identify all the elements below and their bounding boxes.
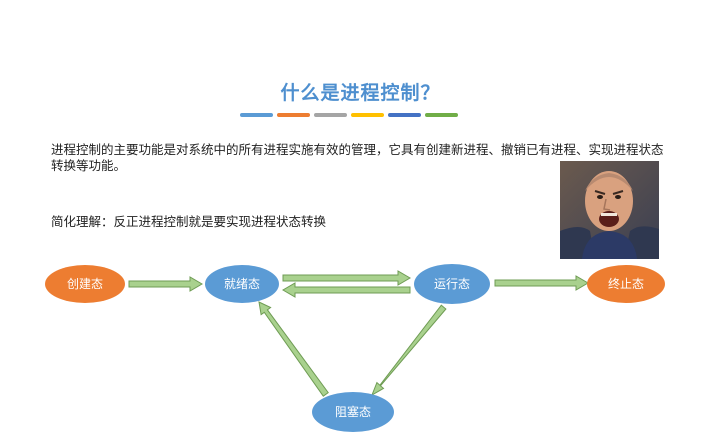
arrow-running-to-terminate xyxy=(494,275,589,291)
arrow-running-to-blocked xyxy=(371,304,447,397)
arrow-create-to-ready xyxy=(128,276,203,292)
node-ready-label: 就绪态 xyxy=(224,277,260,291)
stripe xyxy=(351,113,384,117)
node-blocked: 阻塞态 xyxy=(312,392,394,432)
node-blocked-label: 阻塞态 xyxy=(335,404,371,419)
stripe xyxy=(240,113,273,117)
node-terminate-label: 终止态 xyxy=(608,276,644,291)
page-title: 什么是进程控制？ xyxy=(280,82,441,104)
node-running-label: 运行态 xyxy=(434,277,470,291)
node-terminate: 终止态 xyxy=(587,265,665,303)
title-stripes xyxy=(240,113,458,117)
arrow-ready-to-running xyxy=(282,270,411,286)
node-create: 创建态 xyxy=(45,265,125,303)
description-paragraph: 进程控制的主要功能是对系统中的所有进程实施有效的管理，它具有创建新进程、撤销已有… xyxy=(51,142,664,173)
node-create-label: 创建态 xyxy=(67,277,103,291)
node-running: 运行态 xyxy=(414,264,490,304)
meme-photo xyxy=(560,161,659,259)
stripe xyxy=(277,113,310,117)
simplified-text: 简化理解：反正进程控制就是要实现进程状态转换 xyxy=(51,214,327,229)
arrow-blocked-to-ready xyxy=(258,301,329,397)
stripe xyxy=(425,113,458,117)
stripe xyxy=(314,113,347,117)
node-ready: 就绪态 xyxy=(205,265,279,303)
stripe xyxy=(388,113,421,117)
arrow-running-to-ready xyxy=(282,282,411,298)
